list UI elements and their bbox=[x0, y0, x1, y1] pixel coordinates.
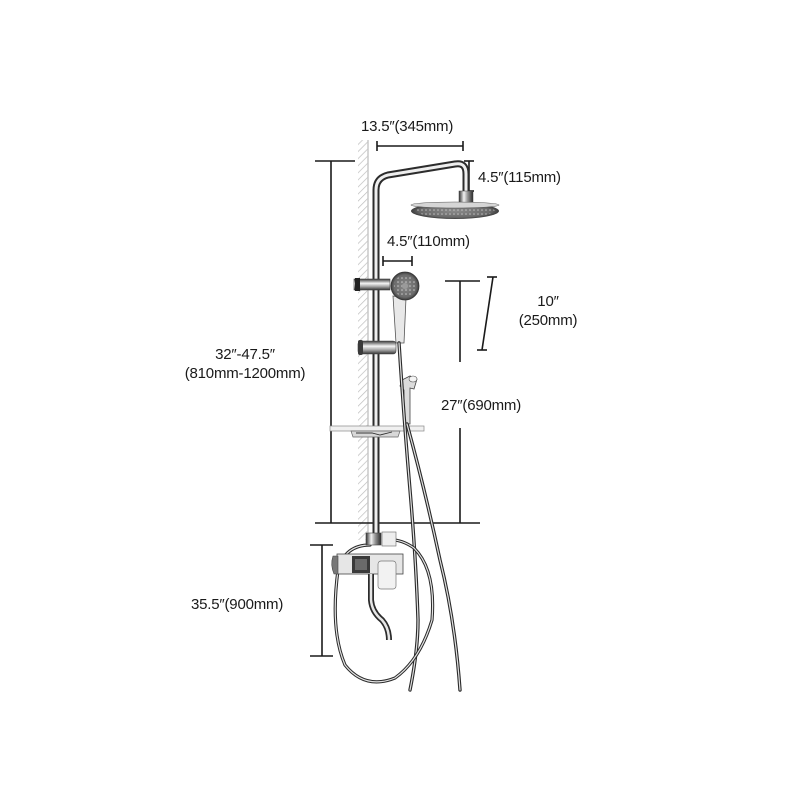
dimension-head-drop-label: 4.5″(115mm) bbox=[478, 169, 561, 186]
rain-shower-head bbox=[410, 190, 500, 219]
hand-shower-length-mm: (250mm) bbox=[518, 312, 578, 329]
mixer-valve bbox=[331, 531, 404, 590]
tub-spout bbox=[368, 574, 392, 641]
riser-height-mm: (810mm-1200mm) bbox=[184, 365, 306, 382]
dimension-arm-width-label: 13.5″(345mm) bbox=[361, 118, 454, 135]
dimension-riser-height-label: 32″-47.5″ (810mm-1200mm) bbox=[160, 345, 330, 383]
hand-shower bbox=[353, 271, 420, 344]
dimension-mixer-height-label: 35.5″(900mm) bbox=[191, 596, 284, 613]
dimension-slide-bar-label: 27″(690mm) bbox=[441, 397, 522, 414]
soap-shelf bbox=[329, 425, 425, 438]
hand-shower-length-inches: 10″ bbox=[537, 293, 559, 310]
riser-pipe bbox=[372, 160, 470, 539]
riser-height-inches: 32″-47.5″ bbox=[215, 346, 275, 363]
wall-hatch bbox=[358, 140, 369, 540]
dimension-hand-shower-length-label: 10″ (250mm) bbox=[508, 292, 588, 330]
slide-holder bbox=[357, 340, 397, 355]
dimension-hand-shower-width-label: 4.5″(110mm) bbox=[387, 233, 470, 250]
